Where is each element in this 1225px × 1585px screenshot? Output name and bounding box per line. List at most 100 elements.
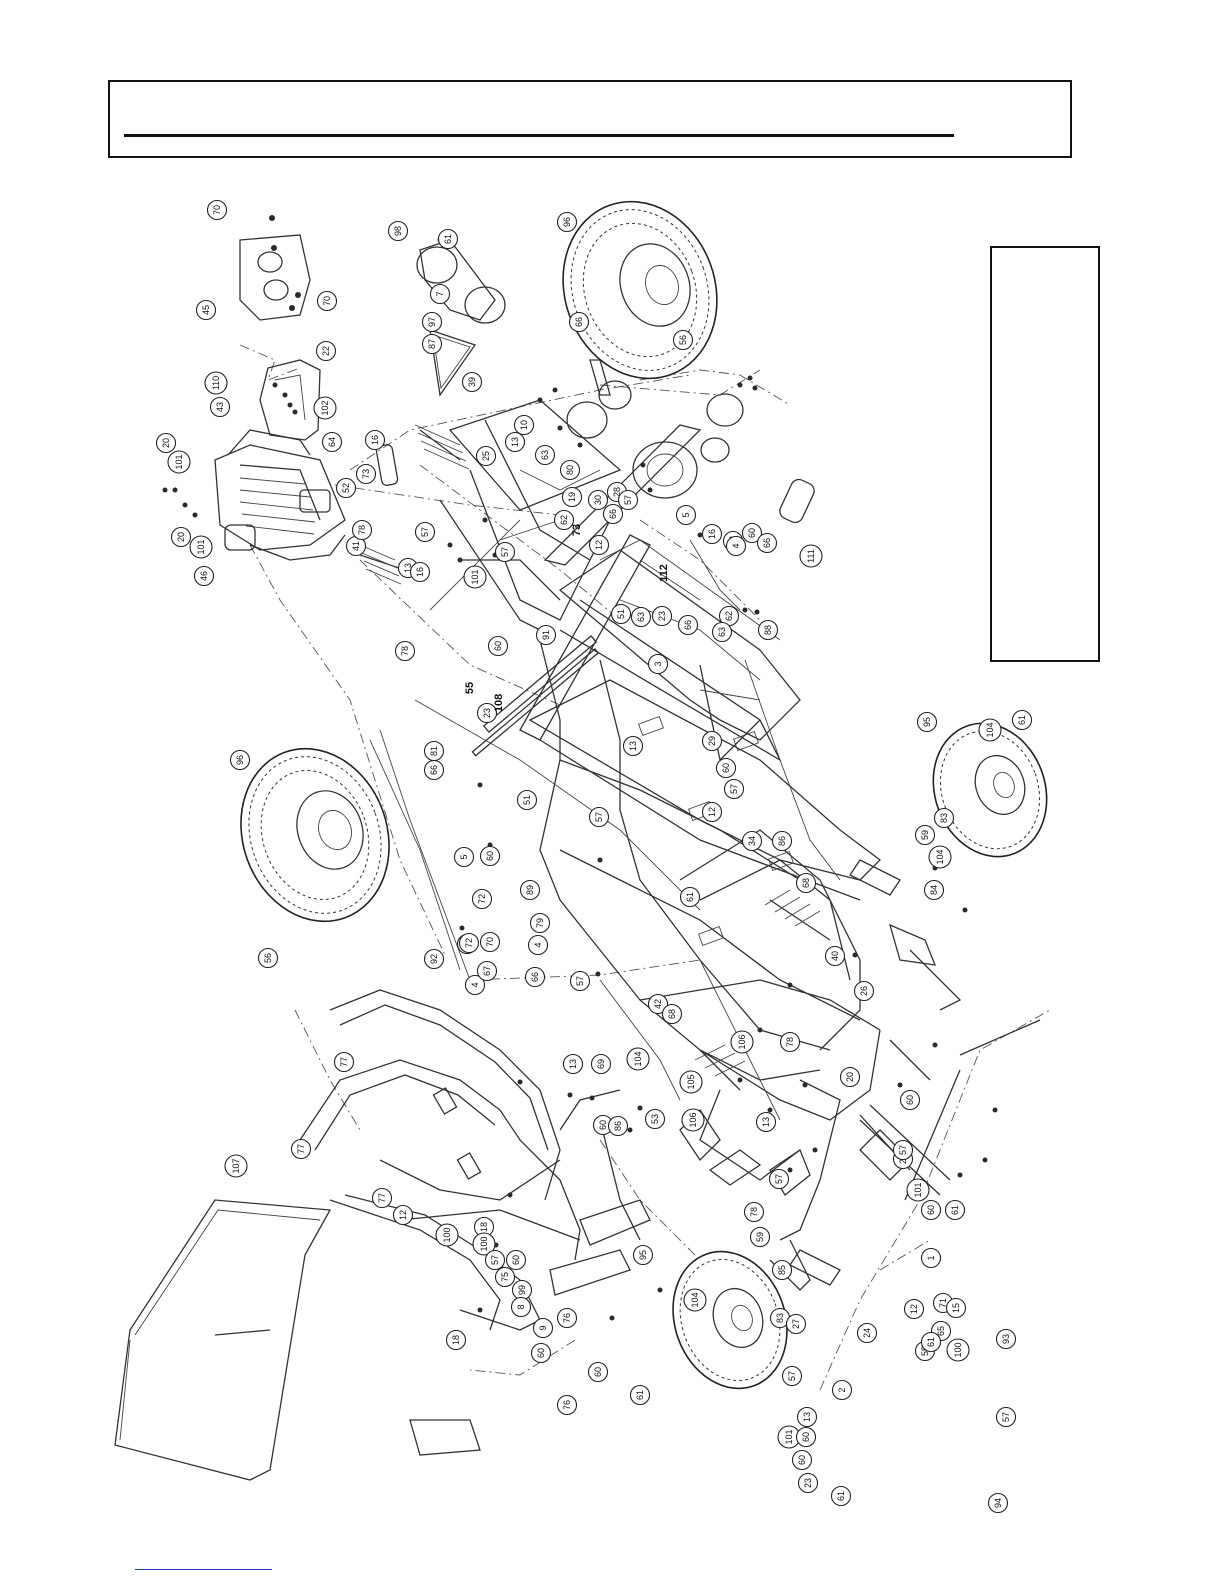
callout-circle (617, 489, 639, 511)
callout-circle (771, 830, 793, 852)
side-panel-frame (990, 246, 1100, 662)
callout-circle (513, 414, 535, 436)
callout-13: 13 (796, 1406, 818, 1428)
callout-number: 57 (787, 1371, 797, 1381)
callout-number: 70 (212, 205, 222, 215)
callout-number: 104 (985, 722, 995, 737)
callout-51: 51 (516, 789, 538, 811)
callout-104: 104 (928, 845, 952, 869)
callout-27: 27 (785, 1313, 807, 1335)
callout-number: 105 (686, 1074, 696, 1089)
callout-number: 57 (774, 1174, 784, 1184)
callout-circle (193, 565, 215, 587)
callout-number: 69 (596, 1059, 606, 1069)
callout-60: 60 (487, 635, 509, 657)
callout-79: 79 (529, 912, 551, 934)
callout-circle (458, 932, 480, 954)
callout-68: 68 (661, 1003, 683, 1025)
callout-106: 106 (730, 1030, 754, 1054)
callout-20: 20 (170, 526, 192, 548)
callout-number: 3 (653, 661, 663, 666)
callout-number: 94 (993, 1498, 1003, 1508)
callout-number: 22 (321, 346, 331, 356)
callout-circle (553, 509, 575, 531)
part-label-108: 108 (493, 694, 505, 712)
callout-104: 104 (626, 1047, 650, 1071)
callout-5: 5 (453, 846, 475, 868)
callout-43: 43 (209, 396, 231, 418)
callout-circle (155, 432, 177, 454)
callout-4: 4 (527, 934, 549, 956)
callout-circle (824, 945, 846, 967)
callout-77: 77 (290, 1138, 312, 1160)
callout-number: 9 (538, 1325, 548, 1330)
callout-circle (679, 886, 701, 908)
footer-link-underline[interactable] (135, 1569, 272, 1570)
callout-circle (206, 199, 228, 221)
callout-number: 61 (836, 1491, 846, 1501)
callout-number: 45 (201, 305, 211, 315)
callout-23: 23 (797, 1472, 819, 1494)
callout-circle (588, 806, 610, 828)
callout-circle (795, 1426, 817, 1448)
callout-circle (839, 1066, 861, 1088)
callout-circle (170, 526, 192, 548)
callout-77: 77 (371, 1187, 393, 1209)
callout-15: 15 (945, 1297, 967, 1319)
callout-number: 106 (737, 1034, 747, 1049)
callout-number: 12 (398, 1210, 408, 1220)
callout-61: 61 (830, 1485, 852, 1507)
callout-circle (364, 429, 386, 451)
callout-62: 62 (553, 509, 575, 531)
callout-10: 10 (513, 414, 535, 436)
callout-circle (644, 1108, 666, 1130)
callout-52: 52 (335, 477, 357, 499)
callout-circle (679, 1070, 703, 1094)
callout-number: 19 (567, 492, 577, 502)
callout-number: 2 (837, 1387, 847, 1392)
callout-number: 86 (613, 1121, 623, 1131)
part-label-112: 112 (658, 564, 670, 582)
callout-number: 104 (935, 849, 945, 864)
callout-circle (903, 1298, 925, 1320)
callout-number: 67 (482, 966, 492, 976)
front-left-wheel (672, 1250, 788, 1390)
callout-number: 66 (429, 765, 439, 775)
callout-circle (661, 1003, 683, 1025)
callout-circle (757, 619, 779, 641)
callout-number: 60 (747, 528, 757, 538)
callout-number: 5 (459, 854, 469, 859)
callout-9: 9 (532, 1317, 554, 1339)
callout-circle (453, 846, 475, 868)
callout-circle (779, 1031, 801, 1053)
callout-number: 24 (862, 1328, 872, 1338)
callout-number: 101 (913, 1182, 923, 1197)
callout-60: 60 (899, 1089, 921, 1111)
callout-number: 101 (174, 454, 184, 469)
callout-number: 61 (950, 1205, 960, 1215)
callout-circle (711, 621, 733, 643)
part-label-73: 73 (571, 524, 583, 536)
callout-number: 57 (420, 527, 430, 537)
callout-number: 61 (685, 892, 695, 902)
callout-number: 101 (470, 569, 480, 584)
callout-circle (167, 450, 191, 474)
callout-66: 66 (423, 759, 445, 781)
callout-circle (209, 396, 231, 418)
callout-64: 64 (321, 431, 343, 453)
rear-subframe (429, 399, 702, 741)
callout-13: 13 (622, 735, 644, 757)
callout-number: 5 (681, 512, 691, 517)
callout-circle (920, 1331, 942, 1353)
callout-60: 60 (530, 1342, 552, 1364)
callout-circle (916, 711, 938, 733)
callout-number: 85 (777, 1265, 787, 1275)
callout-circle (856, 1322, 878, 1344)
callout-circle (445, 1329, 467, 1351)
callout-number: 72 (477, 894, 487, 904)
callout-circle (683, 1288, 707, 1312)
callout-84: 84 (923, 879, 945, 901)
callout-66: 66 (756, 532, 778, 554)
callout-57: 57 (617, 489, 639, 511)
callout-number: 97 (427, 317, 437, 327)
